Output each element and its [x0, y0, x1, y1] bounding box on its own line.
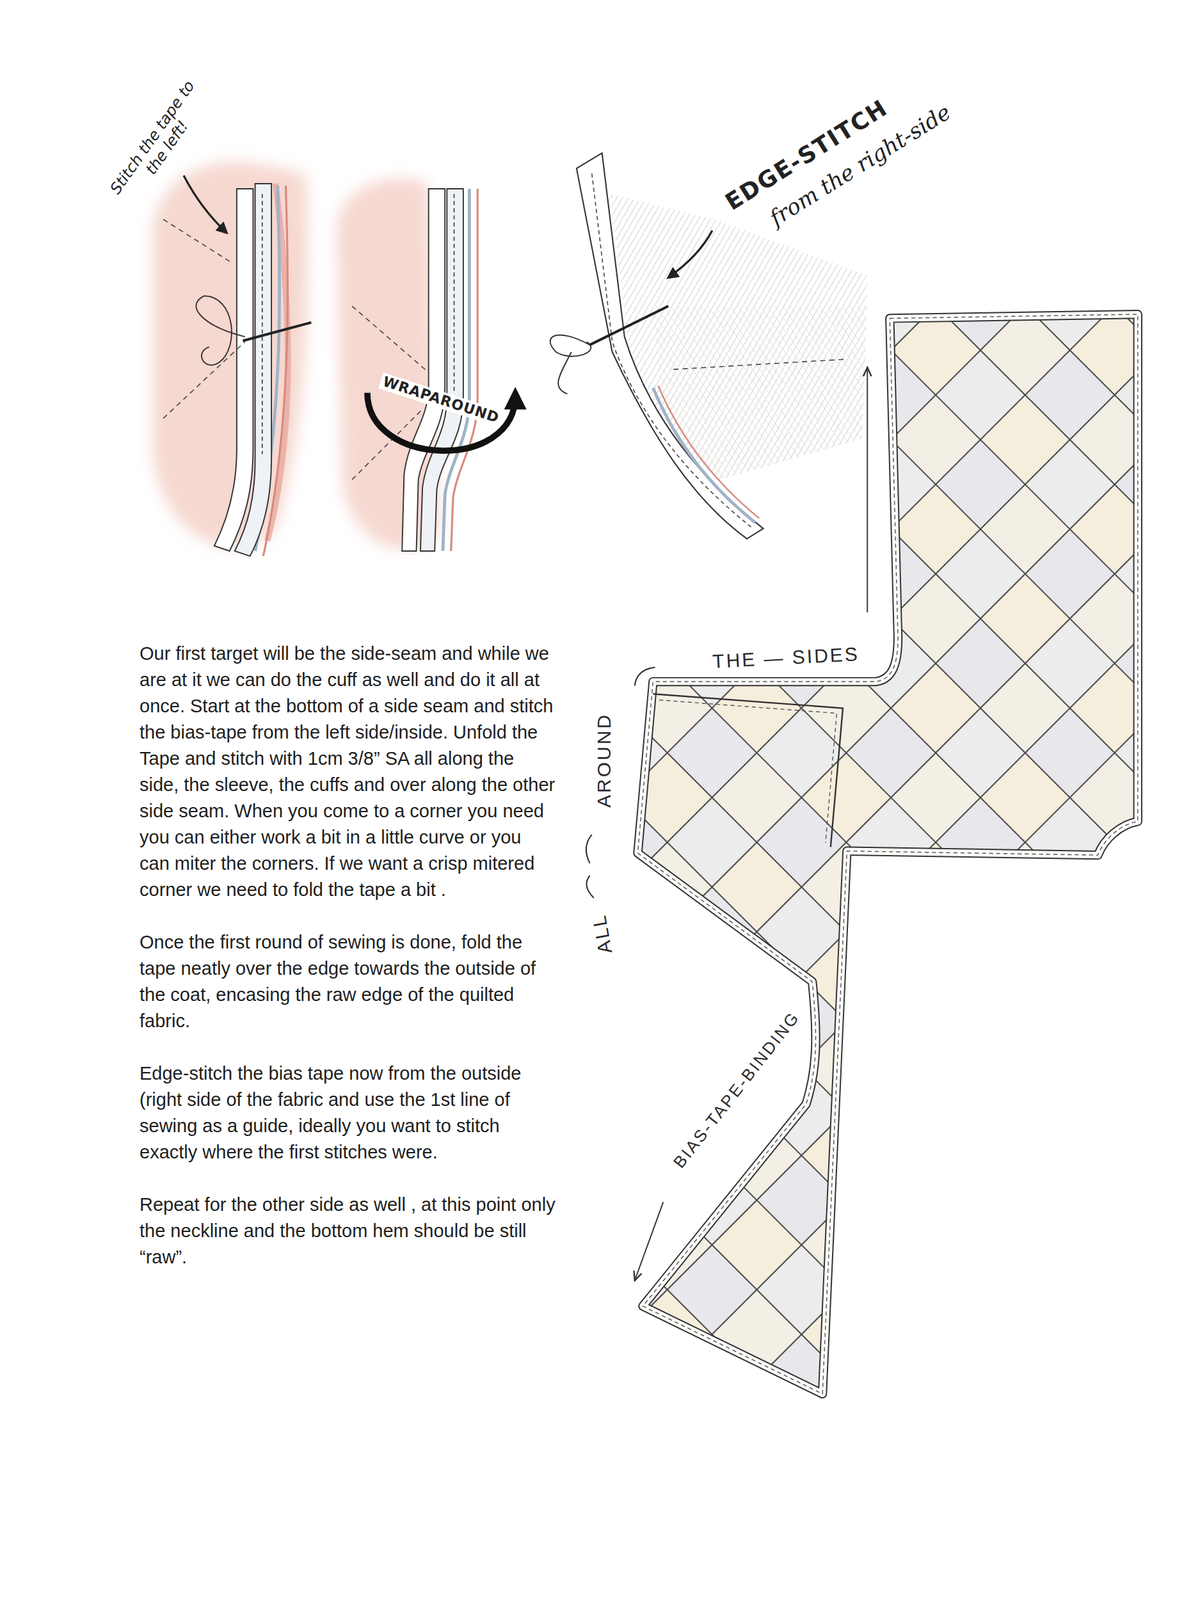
illustration-stroke: [592, 173, 754, 529]
illustration-stroke: [652, 693, 843, 847]
path-label: AROUND: [592, 711, 616, 810]
path-label: BIAS-TAPE-BINDING: [668, 1006, 806, 1174]
illustration-stroke: [550, 335, 592, 395]
illustration-stroke: [637, 314, 1138, 1394]
handwritten-note: Stitch the tape to the left!: [106, 77, 214, 208]
illustration-stroke: [586, 875, 594, 898]
illustration-stroke: [609, 193, 868, 480]
sketch-wraparound: [336, 178, 516, 552]
illustration-stroke: [657, 385, 760, 519]
illustration-stroke: [352, 305, 429, 373]
illustration-stroke: [634, 1201, 664, 1281]
illustration-stroke: [673, 359, 847, 370]
instruction-text: Repeat for the other side as well , at t…: [139, 1191, 556, 1271]
illustration-stroke: [866, 367, 868, 613]
illustration-stroke: [401, 188, 445, 552]
illustration-stroke: [637, 314, 1138, 1394]
label-guides: [586, 367, 868, 1281]
illustration-stroke: [214, 188, 254, 552]
illustration-stroke: [637, 314, 1138, 1394]
sketch-stitch-tape: [151, 161, 312, 557]
illustration-stroke: [163, 219, 233, 264]
illustration-stroke: [634, 667, 656, 687]
illustration-stroke: [668, 230, 713, 278]
sketch-edge-stitch: [550, 152, 868, 539]
illustration-stroke: [242, 322, 312, 342]
wrap-label: WRAPAROUND: [378, 372, 504, 428]
coat-pattern-piece: [637, 314, 1138, 1394]
path-label: THE — SIDES: [709, 642, 862, 674]
instruction-text: Once the first round of sewing is done, …: [139, 929, 556, 1035]
illustration-stroke: [183, 175, 227, 233]
instruction-text: Our first target will be the side-seam a…: [139, 640, 556, 904]
illustration-stroke: [590, 305, 669, 345]
illustration-stroke: [195, 295, 245, 365]
illustration-stroke: [261, 193, 264, 455]
illustration-stroke: [453, 193, 456, 393]
illustration-stroke: [586, 834, 592, 864]
illustration-stroke: [151, 161, 308, 547]
illustration-stroke: [637, 314, 1138, 1394]
path-label: ALL: [586, 910, 617, 958]
illustration-stroke: [659, 700, 837, 843]
instruction-text: Edge-stitch the bias tape now from the o…: [139, 1060, 556, 1166]
illustration-stroke: [163, 341, 246, 419]
